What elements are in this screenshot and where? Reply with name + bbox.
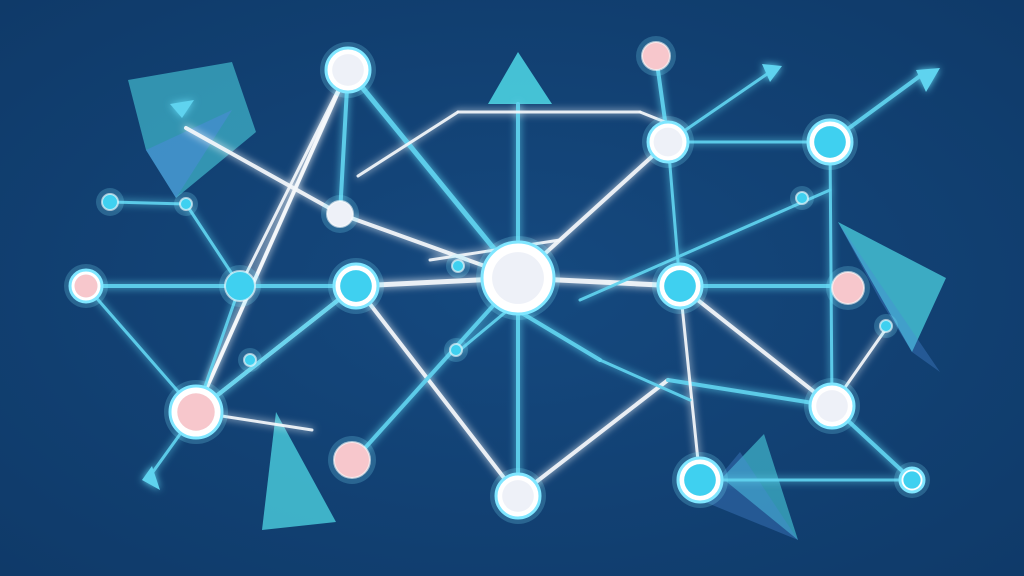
edge-line xyxy=(828,140,834,408)
edge-line xyxy=(338,68,350,216)
edge-line xyxy=(238,68,350,288)
node-core xyxy=(451,259,465,273)
node-core xyxy=(333,441,371,479)
circle-node-icon xyxy=(476,236,560,320)
node-core xyxy=(177,393,215,431)
edge-line xyxy=(598,358,692,402)
edge-line xyxy=(194,68,350,414)
triangle-shape-icon xyxy=(838,222,946,352)
arrowhead-icon xyxy=(142,466,160,490)
circle-node-icon xyxy=(321,195,359,233)
circle-node-icon xyxy=(642,116,694,168)
circle-node-icon xyxy=(894,462,930,498)
circle-node-icon xyxy=(790,186,814,210)
edge-line xyxy=(516,378,670,498)
edge-line xyxy=(666,378,834,408)
triangle-shape-icon xyxy=(146,110,232,198)
node-core xyxy=(684,464,716,496)
node-core xyxy=(664,270,696,302)
circle-node-icon xyxy=(826,266,870,310)
node-core xyxy=(903,471,921,489)
circle-node-icon xyxy=(874,314,898,338)
triangle-shape-icon xyxy=(488,52,552,104)
circle-node-icon xyxy=(219,265,261,307)
node-core xyxy=(224,270,256,302)
node-core xyxy=(243,353,257,367)
circle-node-icon xyxy=(174,192,198,216)
node-core xyxy=(816,390,848,422)
edge-line xyxy=(184,126,342,216)
edge-line xyxy=(666,140,682,288)
edge-line xyxy=(345,67,521,281)
circle-node-icon xyxy=(328,436,376,484)
circle-node-icon xyxy=(446,254,470,278)
arrowhead-icon xyxy=(916,68,940,92)
triangle-shape-icon xyxy=(262,412,336,530)
circle-node-icon xyxy=(238,348,262,372)
edge-line xyxy=(356,110,460,178)
edge-line xyxy=(678,284,834,408)
edge-line xyxy=(108,200,188,206)
circle-node-icon xyxy=(652,258,708,314)
circle-node-icon xyxy=(64,264,108,308)
node-core xyxy=(101,193,119,211)
edge-line xyxy=(84,284,198,414)
node-core xyxy=(641,41,671,71)
circle-node-icon xyxy=(802,114,858,170)
triangle-shape-icon xyxy=(700,452,798,540)
triangle-shape-icon xyxy=(838,222,940,372)
node-core xyxy=(492,252,544,304)
circle-node-icon xyxy=(328,258,384,314)
node-core xyxy=(74,274,98,298)
edge-line xyxy=(678,284,702,482)
circle-node-icon xyxy=(490,468,546,524)
network-nodes xyxy=(64,36,930,524)
node-core xyxy=(502,480,534,512)
circle-node-icon xyxy=(672,452,728,508)
arrowhead-icon xyxy=(762,64,782,82)
circle-node-icon xyxy=(164,380,228,444)
node-core xyxy=(795,191,809,205)
circle-node-icon xyxy=(96,188,124,216)
triangle-shape-icon xyxy=(722,434,798,540)
node-core xyxy=(340,270,372,302)
node-core xyxy=(879,319,893,333)
circle-node-icon xyxy=(320,42,376,98)
node-core xyxy=(814,126,846,158)
edge-line xyxy=(578,188,832,302)
arrowhead-icon xyxy=(170,100,194,118)
circle-node-icon xyxy=(804,378,860,434)
edge-line xyxy=(354,276,520,460)
node-core xyxy=(653,127,683,157)
node-core xyxy=(326,200,354,228)
node-core xyxy=(332,54,364,86)
circle-node-icon xyxy=(444,338,468,362)
node-core xyxy=(449,343,463,357)
edge-line xyxy=(194,284,358,414)
node-core xyxy=(831,271,865,305)
edge-line xyxy=(184,202,242,288)
circle-node-icon xyxy=(636,36,676,76)
node-core xyxy=(179,197,193,211)
edge-line xyxy=(354,284,520,498)
